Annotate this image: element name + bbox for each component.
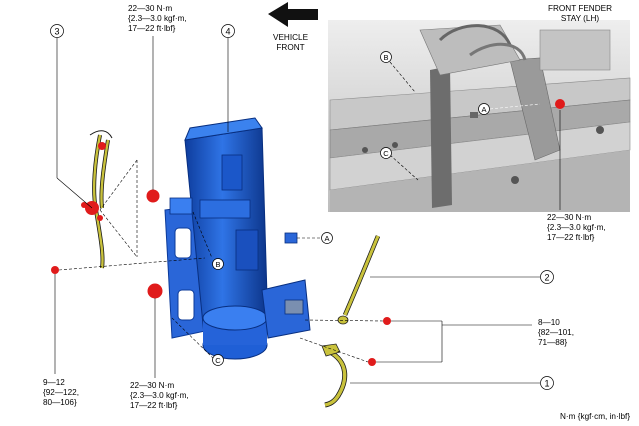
- harness-3: [81, 130, 113, 269]
- ground-wire-2: [337, 235, 381, 325]
- callout-a: A: [324, 234, 329, 243]
- units-note: N·m {kgf·cm, in·lbf}: [560, 412, 631, 421]
- front-fender-stay-inset: [328, 20, 631, 212]
- bolts: [51, 99, 565, 366]
- callout-c: C: [215, 356, 221, 365]
- leader-lines: [54, 36, 540, 384]
- torque-right-mid: 8—10{82—101,71—88}: [538, 318, 574, 347]
- callout-4: 4: [225, 27, 230, 37]
- bolt-right-upper: [383, 317, 391, 325]
- inset-callout-a: A: [481, 105, 486, 114]
- bolt-top: [146, 189, 160, 203]
- callout-1: 1: [544, 379, 549, 389]
- inset-callout-b: B: [383, 53, 388, 62]
- bolt-inset: [555, 99, 565, 109]
- inset-callout-c: C: [383, 149, 389, 158]
- vehicle-front-arrow-icon: [268, 2, 318, 27]
- torque-top: 22—30 N·m{2.3—3.0 kgf·m,17—22 ft·lbf}: [128, 4, 187, 33]
- callout-3: 3: [54, 27, 59, 37]
- torque-right-upper: 22—30 N·m{2.3—3.0 kgf·m,17—22 ft·lbf}: [547, 213, 606, 242]
- steering-column-assembly: [164, 117, 311, 360]
- bolt-left: [51, 266, 59, 274]
- bolt-bottom: [147, 283, 163, 299]
- ground-wire-1: [321, 343, 348, 408]
- callout-2: 2: [544, 273, 549, 283]
- torque-mid-bottom: 22—30 N·m{2.3—3.0 kgf·m,17—22 ft·lbf}: [130, 381, 189, 410]
- torque-left-bottom: 9—12{92—122,80—106}: [43, 378, 79, 407]
- bolt-right-lower: [368, 358, 376, 366]
- callouts: 3 4 2 1 A B C B C A: [50, 24, 554, 390]
- callout-b: B: [215, 260, 220, 269]
- inset-leaders: [389, 61, 561, 210]
